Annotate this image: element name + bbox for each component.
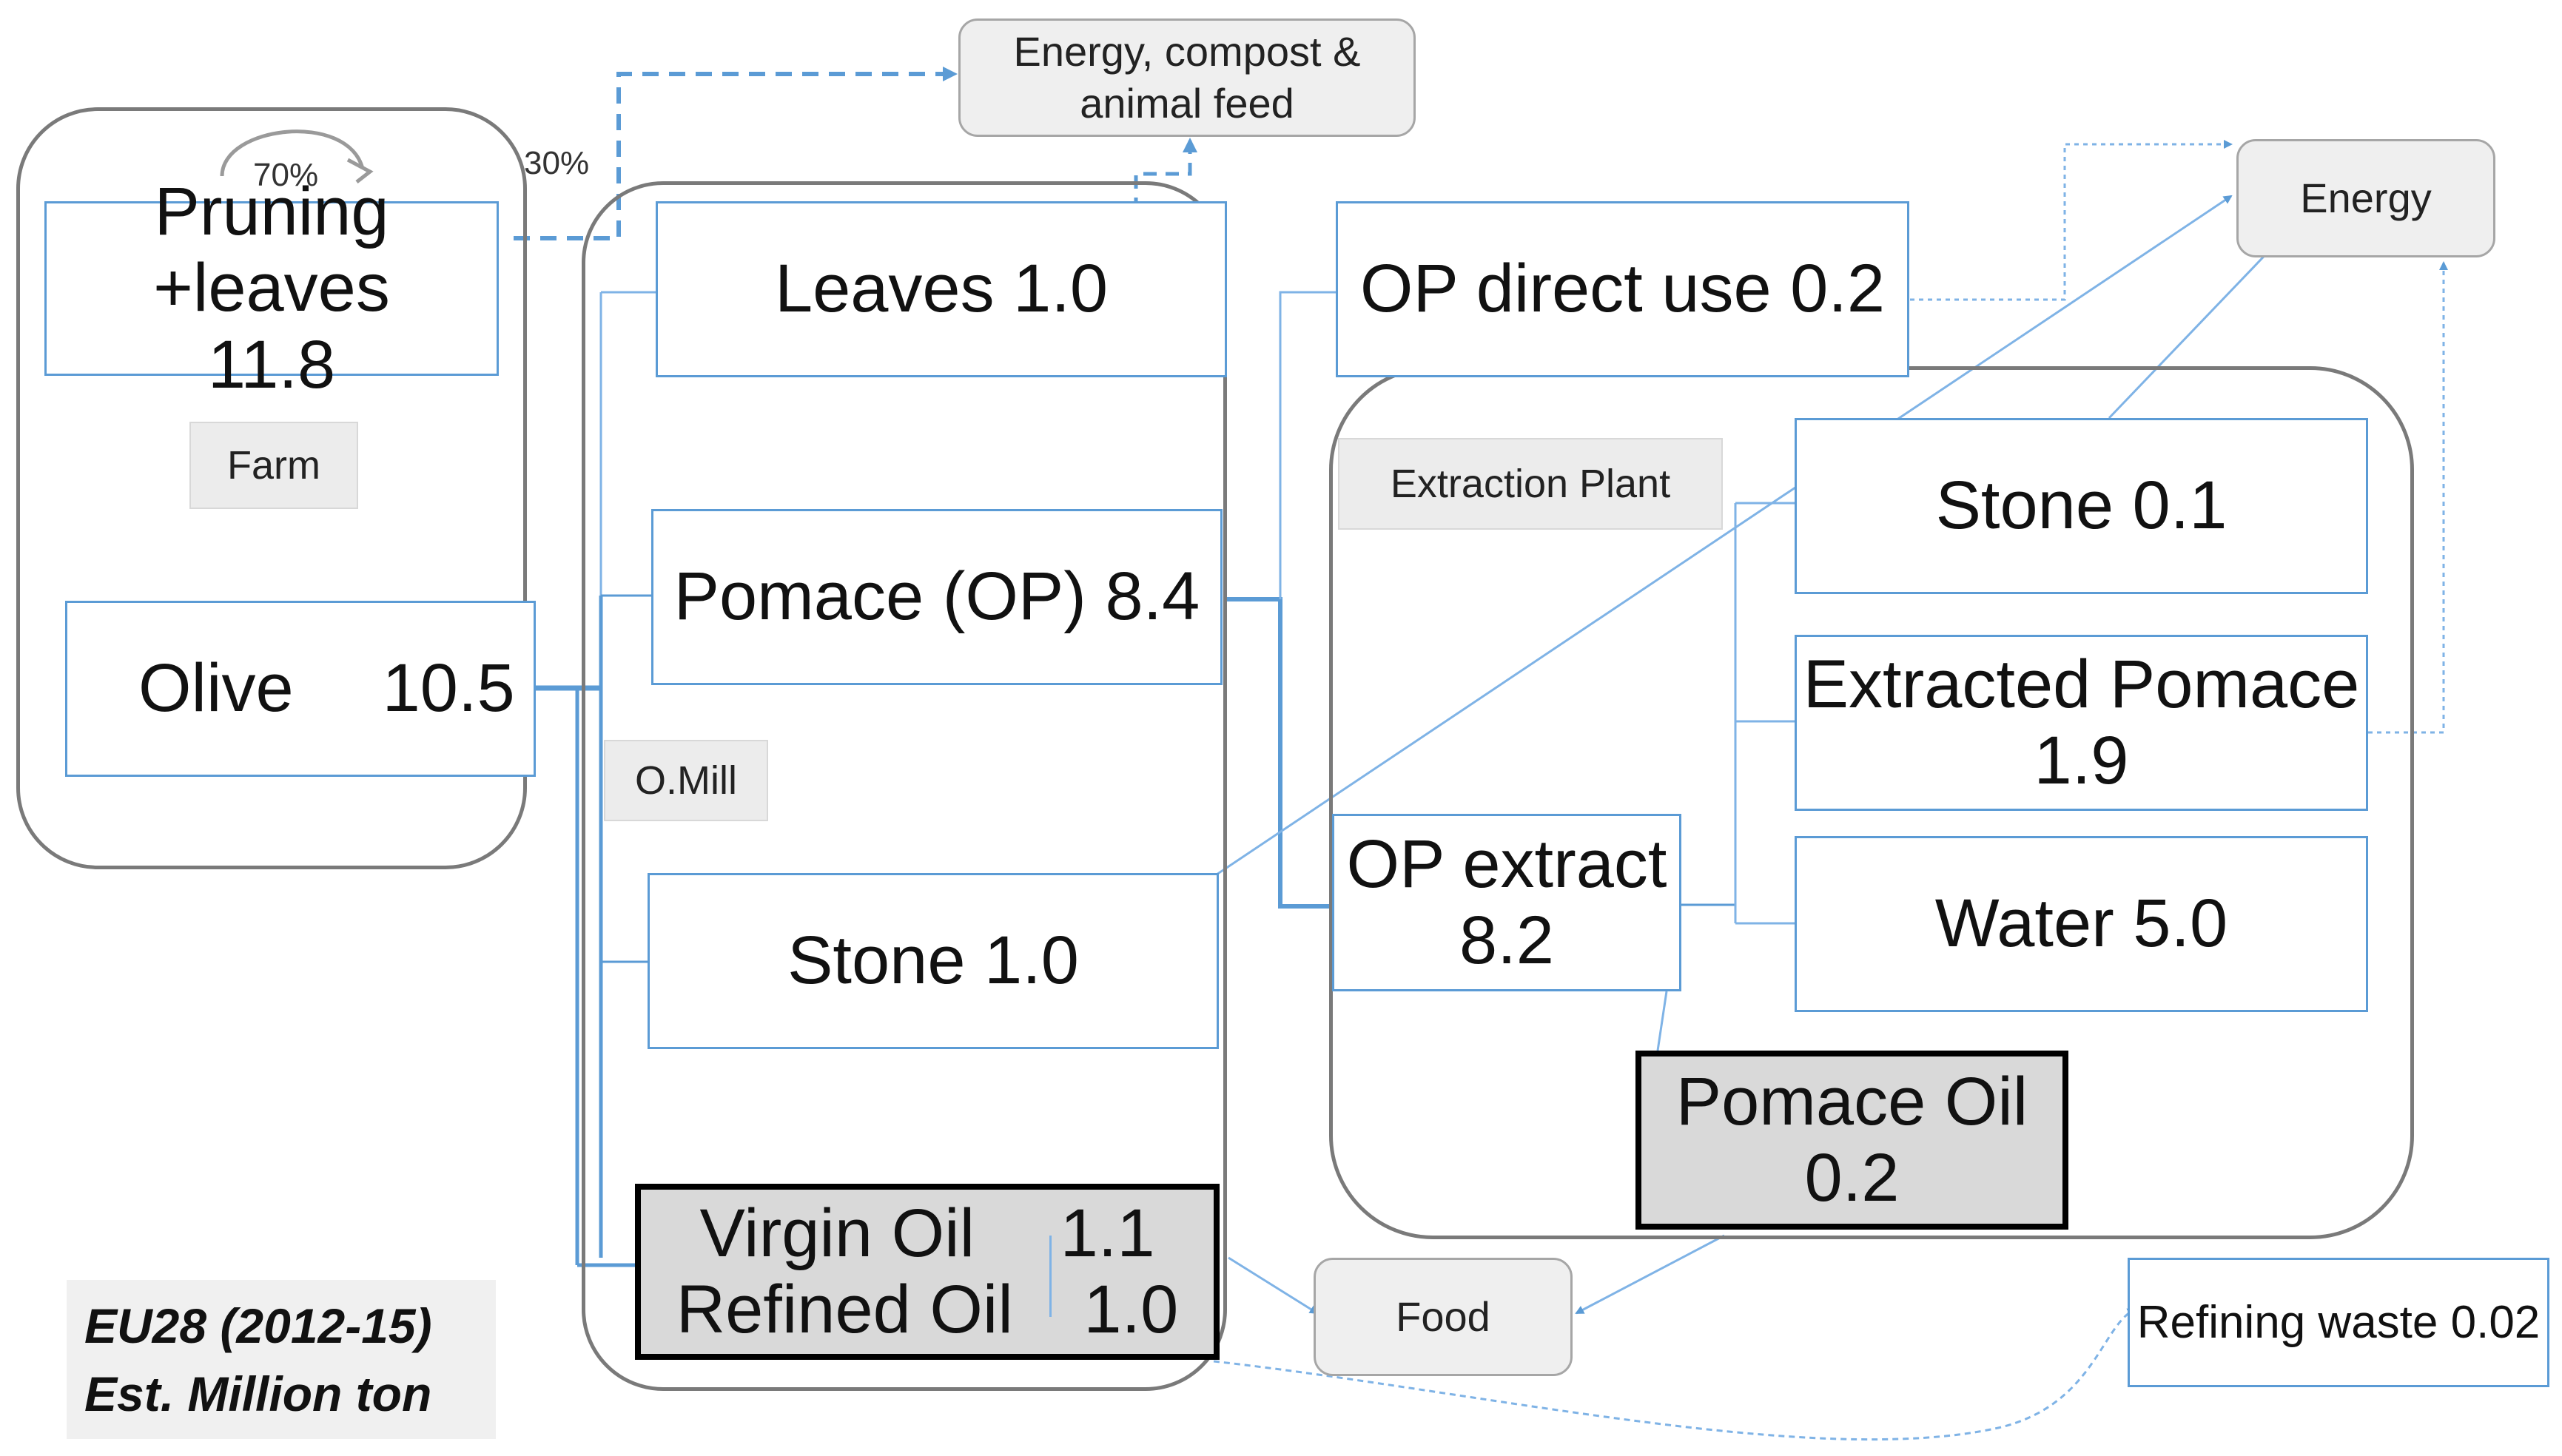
energy-text: Energy <box>2300 175 2432 221</box>
stone2-to-energy <box>2108 243 2277 419</box>
extracted-pomace-box: Extracted Pomace 1.9 <box>1795 635 2368 811</box>
stone2-text: Stone 0.1 <box>1935 468 2228 544</box>
op-direct-text: OP direct use 0.2 <box>1359 251 1886 327</box>
olive-value: 10.5 <box>382 650 515 727</box>
refined-oil-row: Refined Oil 1.0 <box>676 1272 1179 1348</box>
extract-to-pomace-oil <box>1656 991 1668 1051</box>
stone-to-energy <box>1209 195 2233 880</box>
energy-box: Energy <box>2236 139 2495 257</box>
pruning-leaves-box: Pruning +leaves 11.8 <box>44 174 499 402</box>
virgin-oil-row: Virgin Oil 1.1 <box>699 1196 1154 1272</box>
farm-tag: Farm <box>189 422 358 509</box>
energy-compost-feed-box: Energy, compost & animal feed <box>958 18 1416 137</box>
refining-waste-text: Refining waste 0.02 <box>2136 1296 2541 1348</box>
olive-label: Olive <box>138 650 294 727</box>
farm-container <box>16 107 527 869</box>
extracted-pomace-text: Extracted Pomace 1.9 <box>1803 646 2360 798</box>
pruning-dashed-link <box>514 67 958 240</box>
stone-text: Stone 1.0 <box>787 923 1079 999</box>
op-extract-box: OP extract 8.2 <box>1332 814 1681 991</box>
pomace-box: Pomace (OP) 8.4 <box>651 509 1223 685</box>
oil-to-food <box>1228 1256 1319 1315</box>
oil-box: Virgin Oil 1.1 Refined Oil 1.0 <box>635 1184 1220 1360</box>
pruning-leaves-text: Pruning +leaves 11.8 <box>153 174 390 402</box>
recycle-arrowhead <box>346 158 374 183</box>
recycle-arrow <box>220 129 365 177</box>
energy-compost-feed-text: Energy, compost & animal feed <box>1013 28 1361 127</box>
stone-box: Stone 1.0 <box>648 873 1219 1049</box>
leaves-box: Leaves 1.0 <box>656 201 1227 377</box>
olive-box: Olive 10.5 <box>65 601 536 777</box>
stone2-box: Stone 0.1 <box>1795 418 2368 594</box>
pomace-oil-text: Pomace Oil 0.2 <box>1675 1063 2028 1216</box>
food-box: Food <box>1314 1258 1573 1376</box>
oil-divider <box>1049 1236 1052 1317</box>
pomace-to-extraction <box>1225 597 1332 909</box>
to-op-direct <box>1279 291 1336 599</box>
virgin-oil-label: Virgin Oil <box>699 1195 975 1271</box>
refined-oil-label: Refined Oil <box>676 1272 1013 1347</box>
mill-container <box>582 181 1227 1391</box>
note-line-2: Est. Million ton <box>84 1366 432 1422</box>
pomace-text: Pomace (OP) 8.4 <box>673 559 1200 635</box>
food-text: Food <box>1396 1293 1490 1340</box>
leaves-text: Leaves 1.0 <box>774 251 1109 327</box>
oil-to-refining-waste <box>1213 1308 2136 1441</box>
pomace-oil-to-food <box>1575 1234 1725 1315</box>
region-period-note: EU28 (2012-15) Est. Million ton <box>67 1280 496 1439</box>
export-pct-label: 30% <box>524 145 590 181</box>
pomace-oil-box: Pomace Oil 0.2 <box>1635 1051 2068 1230</box>
refined-oil-value: 1.0 <box>1083 1272 1179 1347</box>
extraction-tag: Extraction Plant <box>1338 438 1723 530</box>
op-direct-box: OP direct use 0.2 <box>1336 201 1909 377</box>
virgin-oil-value: 1.1 <box>1060 1195 1155 1271</box>
refining-waste-box: Refining waste 0.02 <box>2128 1258 2549 1387</box>
op-extract-text: OP extract 8.2 <box>1346 826 1667 978</box>
water-text: Water 5.0 <box>1934 886 2228 962</box>
water-box: Water 5.0 <box>1795 836 2368 1012</box>
note-line-1: EU28 (2012-15) <box>84 1298 432 1353</box>
recycle-pct-label: 70% <box>253 157 319 193</box>
op-direct-to-energy <box>1883 140 2233 301</box>
extracted-to-energy <box>2368 261 2448 734</box>
mill-tag: O.Mill <box>604 740 768 821</box>
